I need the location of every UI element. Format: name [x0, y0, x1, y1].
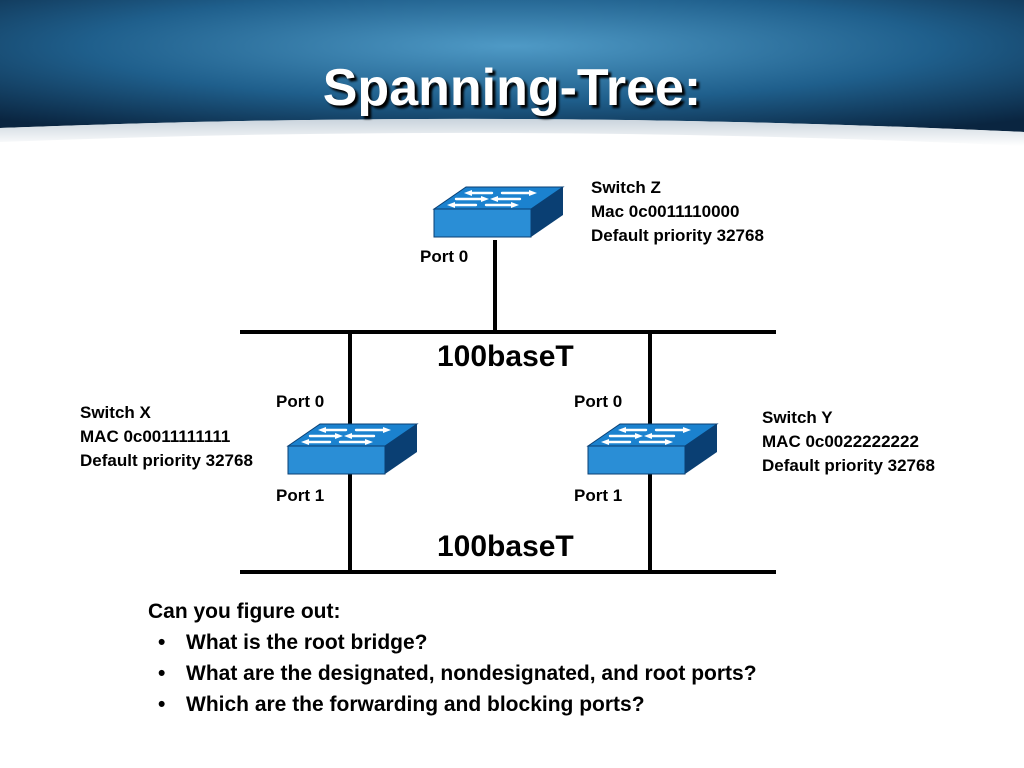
question-text: What is the root bridge?	[186, 631, 428, 654]
questions-intro: Can you figure out:	[148, 600, 341, 623]
switch-y-name: Switch Y	[762, 408, 833, 427]
switch-z-icon	[432, 185, 565, 239]
list-item: • What are the designated, nondesignated,…	[148, 658, 757, 689]
page-title: Spanning-Tree:	[322, 59, 702, 117]
switch-x-priority: Default priority 32768	[80, 451, 253, 470]
segment-bottom-label: 100baseT	[437, 530, 574, 563]
segment-top-label: 100baseT	[437, 340, 574, 373]
bullet-icon: •	[158, 693, 166, 716]
header-banner: Spanning-Tree:	[0, 0, 1024, 165]
switch-x-icon	[286, 422, 419, 476]
switch-x-mac: MAC 0c0011111111	[80, 427, 231, 446]
switch-y-priority: Default priority 32768	[762, 456, 935, 475]
bullet-icon: •	[158, 662, 166, 685]
switch-x-port-0: Port 0	[276, 392, 325, 411]
switch-y-info: Switch Y MAC 0c0022222222 Default priori…	[762, 406, 935, 478]
switch-z-info: Switch Z Mac 0c0011110000 Default priori…	[591, 176, 764, 248]
switch-x-name: Switch X	[80, 403, 151, 422]
questions-list: • What is the root bridge? • What are the …	[148, 627, 757, 720]
list-item: • What is the root bridge?	[148, 627, 757, 658]
switch-y-port-1: Port 1	[574, 486, 623, 505]
header-background	[0, 0, 1024, 146]
switch-y-port-0: Port 0	[574, 392, 623, 411]
question-text: Which are the forwarding and blocking po…	[186, 693, 645, 716]
bullet-icon: •	[158, 631, 166, 654]
switch-y-icon	[586, 422, 719, 476]
switch-x-info: Switch X MAC 0c0011111111 Default priori…	[80, 401, 253, 473]
questions-block: Can you figure out: • What is the root br…	[148, 597, 757, 720]
switch-z-mac: Mac 0c0011110000	[591, 202, 740, 221]
switch-z-name: Switch Z	[591, 178, 661, 197]
question-text: What are the designated, nondesignated, …	[186, 662, 757, 685]
switch-z-port-0: Port 0	[420, 247, 469, 266]
switch-x-port-1: Port 1	[276, 486, 325, 505]
list-item: • Which are the forwarding and blocking p…	[148, 689, 757, 720]
switch-z-priority: Default priority 32768	[591, 226, 764, 245]
switch-y-mac: MAC 0c0022222222	[762, 432, 919, 451]
